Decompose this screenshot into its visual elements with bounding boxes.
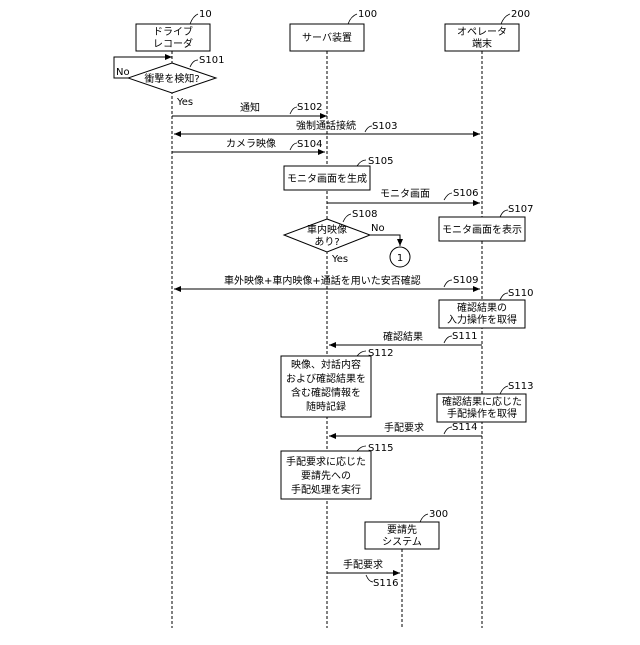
message-s102: 通知 S102 (172, 101, 327, 116)
actor-operator-line-1: オペレータ (457, 26, 507, 38)
process-s105-text: モニタ画面を生成 (287, 172, 367, 185)
process-s110: 確認結果の 入力操作を取得 S110 (439, 288, 533, 328)
message-s104-label: カメラ映像 (226, 138, 276, 150)
process-s115: 手配要求に応じた 要請先への 手配処理を実行 S115 (281, 443, 393, 499)
process-s115-line-1: 手配要求に応じた (286, 455, 366, 468)
message-s104: カメラ映像 S104 (172, 138, 325, 152)
process-s110-line-1: 確認結果の (457, 301, 507, 314)
process-s115-line-3: 手配処理を実行 (291, 483, 361, 496)
actor-requestee-line-1: 要請先 (387, 523, 417, 536)
actor-requestee-ref: 300 (429, 509, 448, 520)
process-s110-step: S110 (508, 288, 533, 299)
process-s113: 確認結果に応じた 手配操作を取得 S113 (437, 381, 533, 422)
message-s102-step: S102 (297, 102, 322, 113)
decision-s108-line-2: あり? (314, 236, 339, 248)
connector-1: 1 (390, 247, 410, 267)
process-s112: 映像、対話内容 および確認結果を 含む確認情報を 随時記録 S112 (281, 348, 393, 417)
message-s111-label: 確認結果 (383, 330, 423, 343)
decision-s108-line-1: 車内映像 (307, 223, 347, 236)
actor-recorder-line-1: ドライブ (153, 25, 193, 38)
message-s111: 確認結果 S111 (329, 330, 482, 345)
connector-1-label: 1 (397, 253, 403, 264)
decision-s101-text: 衝撃を検知? (144, 72, 199, 85)
decision-s101: 衝撃を検知? No Yes S101 (114, 55, 224, 108)
decision-s101-no-label: No (116, 67, 130, 78)
actor-recorder: ドライブ レコーダ 10 (136, 9, 212, 51)
actor-recorder-line-2: レコーダ (153, 37, 193, 50)
actor-requestee-line-2: システム (382, 536, 422, 548)
process-s105-step: S105 (368, 156, 393, 167)
message-s103-label: 強制通話接続 (296, 119, 356, 132)
actor-requestee: 要請先 システム 300 (365, 509, 448, 549)
process-s112-line-2: および確認結果を (286, 372, 366, 385)
actor-operator-ref: 200 (511, 9, 530, 20)
message-s104-step: S104 (297, 139, 322, 150)
process-s112-line-1: 映像、対話内容 (291, 358, 361, 371)
process-s107-step: S107 (508, 204, 533, 215)
process-s113-step: S113 (508, 381, 533, 392)
decision-s108-yes-label: Yes (331, 254, 348, 265)
message-s111-step: S111 (452, 331, 477, 342)
process-s110-line-2: 入力操作を取得 (447, 313, 517, 326)
actor-server-line-1: サーバ装置 (302, 31, 352, 44)
decision-s108: 車内映像 あり? No Yes S108 (284, 209, 400, 265)
process-s112-line-3: 含む確認情報を (291, 386, 361, 399)
decision-s108-no-label: No (371, 223, 385, 234)
process-s115-line-2: 要請先への (301, 469, 351, 482)
message-s109-step: S109 (453, 275, 478, 286)
decision-s101-yes-label: Yes (176, 97, 193, 108)
actor-server-ref: 100 (358, 9, 377, 20)
process-s107: モニタ画面を表示 S107 (439, 204, 533, 241)
message-s114: 手配要求 S114 (329, 421, 482, 436)
message-s103: 強制通話接続 S103 (174, 119, 480, 134)
message-s103-step: S103 (372, 121, 397, 132)
process-s113-line-2: 手配操作を取得 (447, 407, 517, 420)
message-s106-label: モニタ画面 (380, 188, 430, 200)
actor-operator: オペレータ 端末 200 (445, 9, 530, 51)
message-s109-label: 車外映像+車内映像+通話を用いた安否確認 (224, 274, 421, 287)
message-s116: 手配要求 S116 (327, 558, 400, 589)
message-s114-label: 手配要求 (384, 421, 424, 434)
decision-s108-step: S108 (352, 209, 377, 220)
actor-recorder-ref: 10 (199, 9, 212, 20)
process-s107-text: モニタ画面を表示 (442, 223, 522, 236)
actor-server: サーバ装置 100 (290, 9, 377, 51)
message-s106-step: S106 (453, 188, 478, 199)
message-s116-step: S116 (373, 578, 398, 589)
process-s113-line-1: 確認結果に応じた (442, 395, 522, 408)
process-s112-line-4: 随時記録 (306, 400, 346, 413)
decision-s101-step: S101 (199, 55, 224, 66)
actor-operator-line-2: 端末 (472, 37, 492, 50)
process-s112-step: S112 (368, 348, 393, 359)
decision-s108-no-path (370, 235, 400, 246)
message-s116-label: 手配要求 (343, 558, 383, 571)
message-s109: 車外映像+車内映像+通話を用いた安否確認 S109 (174, 274, 480, 289)
message-s102-label: 通知 (240, 101, 260, 114)
process-s105: モニタ画面を生成 S105 (284, 156, 393, 190)
message-s114-step: S114 (452, 422, 477, 433)
process-s115-step: S115 (368, 443, 393, 454)
